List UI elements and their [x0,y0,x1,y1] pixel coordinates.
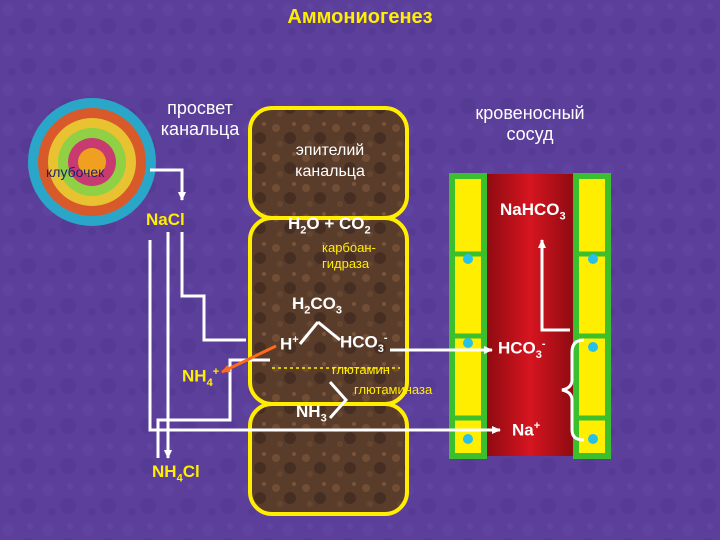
blood-vessel-line2: сосуд [506,124,554,144]
blood-vessel-line1: кровеносный [475,103,585,123]
arrow-zigzag [180,232,246,342]
nh4-label: NH4+ [182,366,220,390]
epithelium-line1: эпителий [295,142,365,159]
h2co3-label: H2CO3 [292,294,343,317]
curly-brace [561,338,585,442]
arrow-glutamine [328,381,349,419]
nh4cl-label: NH4Cl [152,462,200,485]
epithelium-label: эпителий канальца [270,140,390,182]
page-title: Аммониогенез [287,6,433,28]
epithelium-line2: канальца [295,163,365,180]
transporter-dot [463,338,473,348]
arrow-hco3-to-nahco3 [538,239,570,332]
na-plus-label: Na+ [512,420,541,440]
transporter-dot [588,342,598,352]
tubule-lumen-line1: просвет [167,98,233,118]
transporter-dot [463,254,473,264]
h-plus-label: H+ [280,334,299,354]
arrow-nh4-loop [156,358,270,458]
nacl-label: NaCl [146,210,185,229]
arrow-h2co3-split [298,321,320,345]
arrow-lumen-to-nacl [150,168,186,201]
glomerulus-label: клубочек [46,164,105,180]
transporter-dot [588,434,598,444]
nahco3-label: NaHCO3 [500,200,566,223]
h2o-co2-label: H2O + CO2 [288,214,371,237]
transporter-dot [463,434,473,444]
glutamine-label: глютамин [332,362,390,377]
transporter-dot [588,254,598,264]
hco3-cell-label: HCO3- [340,332,388,356]
tubule-lumen-line2: канальца [160,119,240,139]
flow-arrows [148,168,570,459]
glomerulus [28,98,156,226]
tubule-lumen-label: просвет канальца [140,98,260,140]
arrow-h2co3-hco3 [317,320,341,342]
blood-vessel-label: кровеносный сосуд [450,103,610,145]
nh3-label: NH3 [296,402,327,425]
hco3-blood-label: HCO3- [498,338,546,362]
epithelium-cells [248,106,409,516]
glutaminase-label: глютаминаза [354,382,433,397]
blood-vessel [449,173,611,459]
arrow-nh4-secretion [221,344,277,374]
carbonic-anhydrase-label: карбоан- гидраза [322,240,376,271]
